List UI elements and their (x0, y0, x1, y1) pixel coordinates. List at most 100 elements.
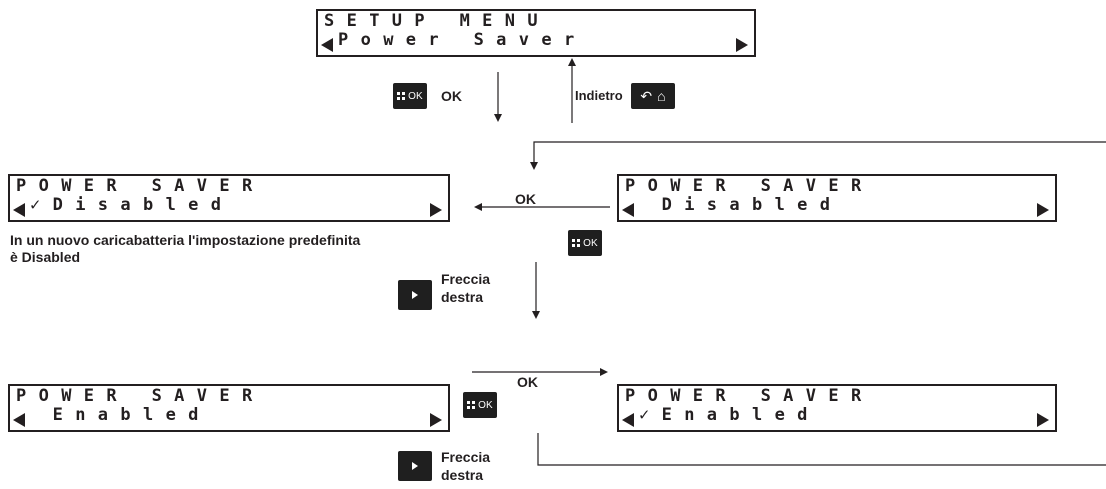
lcd-char: a (496, 30, 507, 50)
ok-button[interactable]: OK (568, 230, 602, 256)
lcd-char: P (16, 176, 27, 196)
ok-button[interactable]: OK (393, 83, 427, 109)
lcd-char: E (482, 11, 493, 31)
lcd-char: E (692, 386, 704, 406)
play-icon (412, 462, 418, 470)
lcd-char: V (805, 176, 816, 196)
back-home-button[interactable]: ↶⌂ (631, 83, 675, 109)
lcd-char: b (729, 405, 740, 425)
triangle-right-icon (1037, 413, 1049, 427)
lcd-char: O (38, 386, 49, 406)
ok-button[interactable]: OK (463, 392, 497, 418)
lcd-char: E (828, 386, 839, 406)
lcd-char: d (819, 195, 830, 215)
lcd-char: a (120, 195, 131, 215)
lcd-char: S (324, 11, 335, 31)
lcd-char: e (541, 30, 552, 50)
lcd-char: R (106, 176, 117, 196)
grid-icon (467, 401, 476, 409)
lcd-char: R (850, 176, 862, 196)
lcd-char: E (52, 405, 63, 425)
lcd-char: d (188, 405, 199, 425)
lcd-char: N (504, 11, 515, 31)
lcd-char: e (188, 195, 199, 215)
lcd-char: A (174, 386, 185, 406)
lcd-char: a (97, 405, 109, 425)
lcd-char: d (797, 405, 808, 425)
lcd-char: a (729, 195, 740, 215)
lcd-char: l (142, 405, 154, 425)
lcd-char: T (369, 11, 380, 31)
lcd-char: O (647, 386, 658, 406)
lcd-char: E (692, 176, 704, 196)
lcd-char: b (751, 195, 763, 215)
back-arrow-icon: ↶ (640, 87, 653, 104)
lcd-char: l (751, 405, 763, 425)
arrow-loop-top (530, 141, 1106, 170)
triangle-right-icon (1037, 203, 1049, 217)
play-icon (412, 291, 418, 299)
grid-icon (397, 92, 406, 100)
lcd-char (738, 177, 761, 195)
lcd-char: n (684, 405, 695, 425)
indietro-label: Indietro (575, 88, 623, 103)
lcd-char: a (706, 405, 718, 425)
lcd-char: R (106, 386, 117, 406)
freccia-destra-label: Freccia destra (441, 449, 491, 483)
lcd-char: D (52, 195, 63, 215)
right-arrow-button[interactable] (398, 280, 432, 310)
lcd-char: W (670, 386, 681, 406)
lcd-char: d (210, 195, 221, 215)
lcd-char: P (338, 30, 349, 50)
lcd-char: P (16, 386, 27, 406)
lcd-char: O (38, 176, 49, 196)
lcd-char (30, 406, 53, 424)
lcd-char: W (61, 176, 72, 196)
lcd-char: E (219, 176, 230, 196)
lcd-char: r (428, 30, 439, 50)
lcd-char: l (774, 195, 785, 215)
lcd-char: s (706, 195, 718, 215)
ok-label: OK (441, 88, 462, 104)
lcd-char: V (805, 386, 816, 406)
lcd-char: S (473, 30, 484, 50)
lcd-char: E (83, 176, 95, 196)
default-setting-note: In un nuovo caricabatteria l'impostazion… (10, 232, 361, 265)
lcd-char (451, 31, 474, 49)
lcd-char: R (715, 176, 726, 196)
check-icon: ✓ (639, 405, 650, 425)
lcd-char: s (97, 195, 109, 215)
triangle-left-icon (622, 413, 634, 427)
triangle-right-icon (430, 413, 442, 427)
lcd-char (738, 387, 761, 405)
lcd-char: U (391, 11, 403, 31)
lcd-char: R (241, 176, 253, 196)
arrow-loop-bottom (537, 433, 1106, 466)
lcd-char: e (405, 30, 417, 50)
lcd-char: M (459, 11, 470, 31)
lcd-char: A (783, 386, 794, 406)
lcd-char: i (684, 195, 695, 215)
freccia-destra-label: Freccia destra (441, 271, 491, 305)
lcd-char: b (142, 195, 154, 215)
lcd-char: E (828, 176, 839, 196)
lcd-char (129, 387, 152, 405)
lcd-char: P (414, 11, 425, 31)
right-arrow-button[interactable] (398, 451, 432, 481)
lcd-char: o (360, 30, 371, 50)
lcd-char (129, 177, 152, 195)
lcd-char: R (715, 386, 726, 406)
